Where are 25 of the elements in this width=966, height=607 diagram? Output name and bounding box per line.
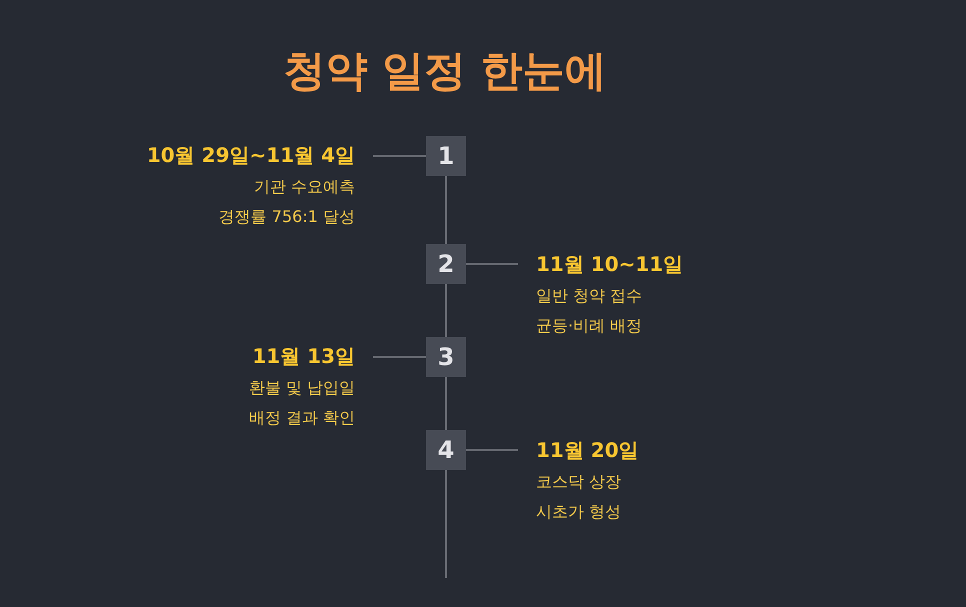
connector-line [445,176,447,244]
connector-line [466,449,518,451]
connector-line [466,263,518,265]
event-description: 균등·비례 배정 [536,316,642,336]
event-description: 환불 및 납입일 [248,378,355,398]
connector-line [373,356,426,358]
title: 청약 일정 한눈에 [283,46,607,95]
step-number-box: 1 [426,136,466,176]
event-description: 코스닥 상장 [536,472,622,492]
date-heading: 11월 10~11일 [536,252,684,276]
event-description: 시초가 형성 [536,502,622,522]
connector-line [445,377,447,430]
date-heading: 11월 13일 [252,344,355,368]
connector-line [445,470,447,578]
event-description: 경쟁률 756:1 달성 [218,207,355,227]
step-number-box: 4 [426,430,466,470]
date-heading: 11월 20일 [536,438,639,462]
date-heading: 10월 29일~11월 4일 [146,143,355,167]
step-number-box: 2 [426,244,466,284]
event-description: 기관 수요예측 [254,177,355,197]
connector-line [373,155,426,157]
step-number-box: 3 [426,337,466,377]
event-description: 일반 청약 접수 [536,286,642,306]
connector-line [445,284,447,337]
event-description: 배정 결과 확인 [248,408,355,428]
